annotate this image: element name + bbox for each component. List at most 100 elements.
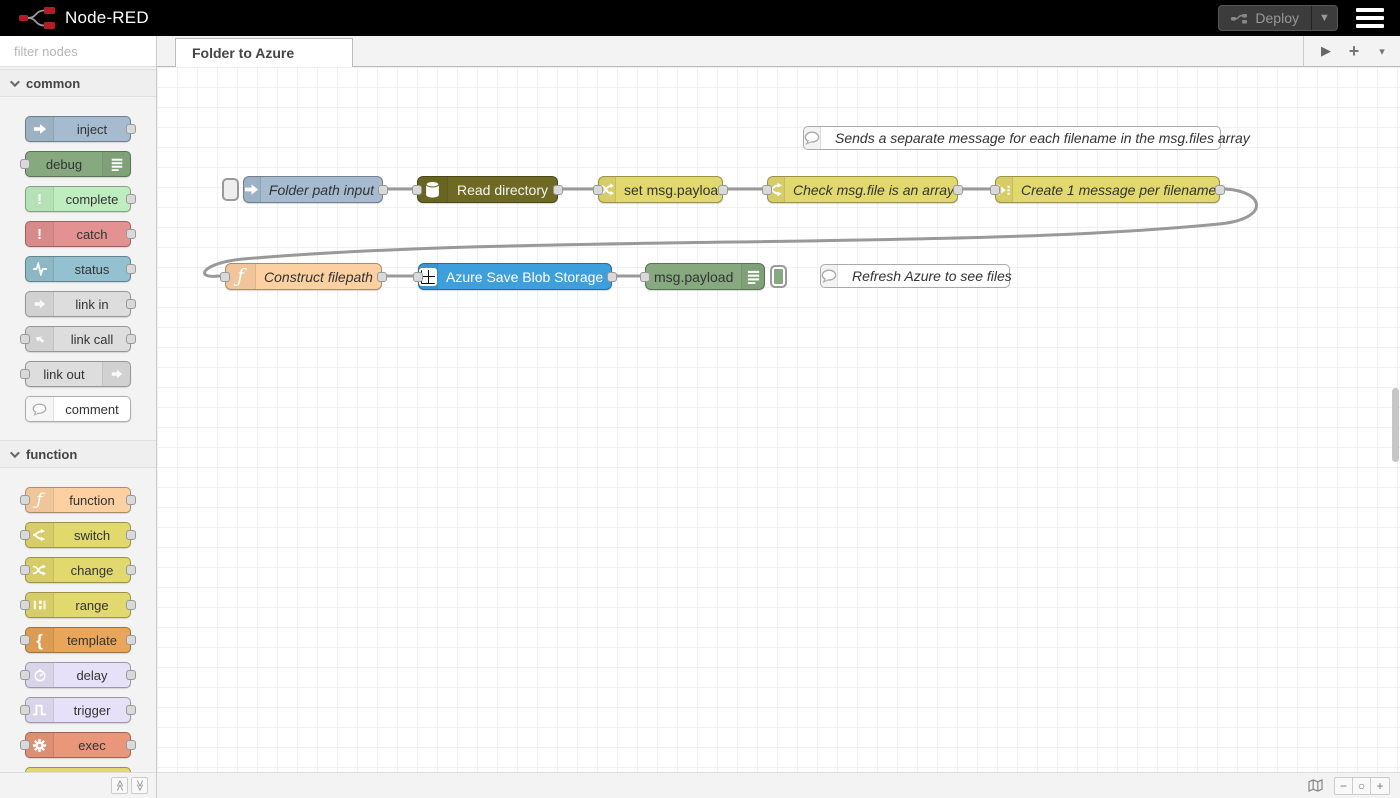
zoom-in-button[interactable]: + bbox=[1376, 778, 1384, 793]
category-common[interactable]: common bbox=[0, 69, 156, 97]
delay-timer-icon bbox=[26, 663, 54, 687]
exclamation-icon: ! bbox=[26, 187, 54, 211]
palette-node-link-in[interactable]: link in bbox=[25, 291, 136, 317]
output-port[interactable] bbox=[378, 184, 388, 195]
input-port[interactable] bbox=[593, 184, 603, 195]
comment-node[interactable]: Refresh Azure to see files bbox=[820, 264, 1012, 288]
palette-node-complete[interactable]: ! complete bbox=[25, 186, 136, 212]
chevron-down-icon bbox=[9, 76, 20, 87]
output-port[interactable] bbox=[126, 124, 136, 134]
search-input[interactable] bbox=[14, 43, 156, 59]
palette-node-template[interactable]: { template bbox=[20, 627, 136, 653]
palette-node-delay[interactable]: delay bbox=[20, 662, 136, 688]
output-port[interactable] bbox=[126, 600, 136, 610]
input-port[interactable] bbox=[20, 334, 30, 344]
palette-node-catch[interactable]: ! catch bbox=[25, 221, 136, 247]
input-port[interactable] bbox=[20, 705, 30, 715]
palette-node-comment[interactable]: comment bbox=[25, 396, 131, 422]
input-port[interactable] bbox=[20, 600, 30, 610]
navigator-toggle[interactable] bbox=[1304, 778, 1326, 794]
collapse-all-icon[interactable]: ≫ bbox=[111, 777, 128, 794]
add-flow-button[interactable]: + bbox=[1348, 40, 1360, 61]
input-port[interactable] bbox=[640, 271, 650, 282]
tab-bar: Folder to Azure ▶ + ▾ bbox=[157, 36, 1400, 67]
output-port[interactable] bbox=[553, 184, 563, 195]
flow-node-check-msg-file[interactable]: Check msg.file is an array bbox=[762, 176, 963, 203]
input-port[interactable] bbox=[412, 184, 422, 195]
flow-node-msg-payload-debug[interactable]: msg.payload bbox=[640, 263, 765, 290]
flow-canvas[interactable]: Sends a separate message for each filena… bbox=[157, 67, 1400, 798]
trigger-wave-icon bbox=[26, 698, 54, 722]
chevron-down-icon bbox=[9, 447, 20, 458]
output-port[interactable] bbox=[126, 565, 136, 575]
output-port[interactable] bbox=[1215, 184, 1225, 195]
input-port[interactable] bbox=[20, 495, 30, 505]
hamburger-menu-icon[interactable] bbox=[1356, 8, 1384, 28]
palette-node-link-out[interactable]: link out bbox=[20, 361, 131, 387]
debug-toggle-button[interactable] bbox=[770, 265, 787, 288]
input-port[interactable] bbox=[762, 184, 772, 195]
palette-search[interactable] bbox=[0, 36, 156, 67]
palette-node-function[interactable]: ƒ function bbox=[20, 487, 136, 513]
output-port[interactable] bbox=[126, 740, 136, 750]
link-call-icon bbox=[26, 327, 54, 351]
output-port[interactable] bbox=[126, 670, 136, 680]
zoom-out-button[interactable]: − bbox=[1335, 777, 1353, 794]
output-port[interactable] bbox=[126, 635, 136, 645]
input-port[interactable] bbox=[20, 635, 30, 645]
flow-node-folder-path-input[interactable]: Folder path input bbox=[243, 176, 388, 203]
vertical-scrollbar[interactable] bbox=[1392, 388, 1399, 462]
input-port[interactable] bbox=[20, 670, 30, 680]
palette-node-status[interactable]: status bbox=[25, 256, 136, 282]
palette-node-debug[interactable]: debug bbox=[20, 151, 131, 177]
input-port[interactable] bbox=[20, 530, 30, 540]
input-port[interactable] bbox=[20, 159, 30, 169]
expand-tabs-icon[interactable]: ▶ bbox=[1321, 43, 1331, 58]
palette-node-change[interactable]: change bbox=[20, 557, 136, 583]
output-port[interactable] bbox=[126, 194, 136, 204]
palette-node-trigger[interactable]: trigger bbox=[20, 697, 136, 723]
output-port[interactable] bbox=[126, 264, 136, 274]
input-port[interactable] bbox=[20, 740, 30, 750]
comment-node[interactable]: Sends a separate message for each filena… bbox=[803, 126, 1250, 150]
output-port[interactable] bbox=[377, 271, 387, 282]
function-f-icon: ƒ bbox=[226, 264, 256, 289]
output-port[interactable] bbox=[126, 705, 136, 715]
inject-trigger-button[interactable] bbox=[222, 178, 239, 201]
zoom-reset-button[interactable]: ○ bbox=[1353, 777, 1371, 794]
flow-node-azure-save-blob-storage[interactable]: Azure Save Blob Storage bbox=[413, 263, 617, 290]
flow-node-set-msg-payload[interactable]: set msg.payload bbox=[593, 176, 728, 203]
category-function[interactable]: function bbox=[0, 440, 156, 468]
palette-footer: ≫ ≫ bbox=[0, 772, 157, 798]
output-port[interactable] bbox=[126, 495, 136, 505]
palette-node-range[interactable]: range bbox=[20, 592, 136, 618]
output-port[interactable] bbox=[607, 271, 617, 282]
output-port[interactable] bbox=[126, 530, 136, 540]
expand-all-icon[interactable]: ≫ bbox=[131, 777, 148, 794]
flow-node-create-message-per-filename[interactable]: Create 1 message per filename bbox=[990, 176, 1225, 203]
palette-node-partial[interactable] bbox=[25, 767, 131, 772]
flow-list-caret-icon[interactable]: ▾ bbox=[1379, 45, 1385, 58]
palette-node-switch[interactable]: switch bbox=[20, 522, 136, 548]
exec-gear-icon bbox=[26, 733, 54, 757]
deploy-button[interactable]: Deploy bbox=[1219, 6, 1311, 30]
input-port[interactable] bbox=[20, 369, 30, 379]
palette-node-exec[interactable]: exec bbox=[20, 732, 136, 758]
palette-node-link-call[interactable]: link call bbox=[20, 326, 136, 352]
input-port[interactable] bbox=[413, 271, 423, 282]
output-port[interactable] bbox=[953, 184, 963, 195]
input-port[interactable] bbox=[20, 565, 30, 575]
tab-folder-to-azure[interactable]: Folder to Azure bbox=[175, 38, 353, 67]
tab-toolbar: ▶ + ▾ bbox=[1303, 36, 1394, 66]
deploy-options-caret[interactable]: ▼ bbox=[1311, 6, 1337, 30]
output-port[interactable] bbox=[126, 299, 136, 309]
flow-node-construct-filepath[interactable]: ƒ Construct filepath bbox=[220, 263, 387, 290]
palette-node-inject[interactable]: inject bbox=[25, 116, 136, 142]
flow-node-read-directory[interactable]: Read directory bbox=[412, 176, 563, 203]
output-port[interactable] bbox=[126, 229, 136, 239]
input-port[interactable] bbox=[220, 271, 230, 282]
output-port[interactable] bbox=[126, 334, 136, 344]
comment-bubble-icon bbox=[804, 127, 821, 149]
input-port[interactable] bbox=[990, 184, 1000, 195]
output-port[interactable] bbox=[718, 184, 728, 195]
